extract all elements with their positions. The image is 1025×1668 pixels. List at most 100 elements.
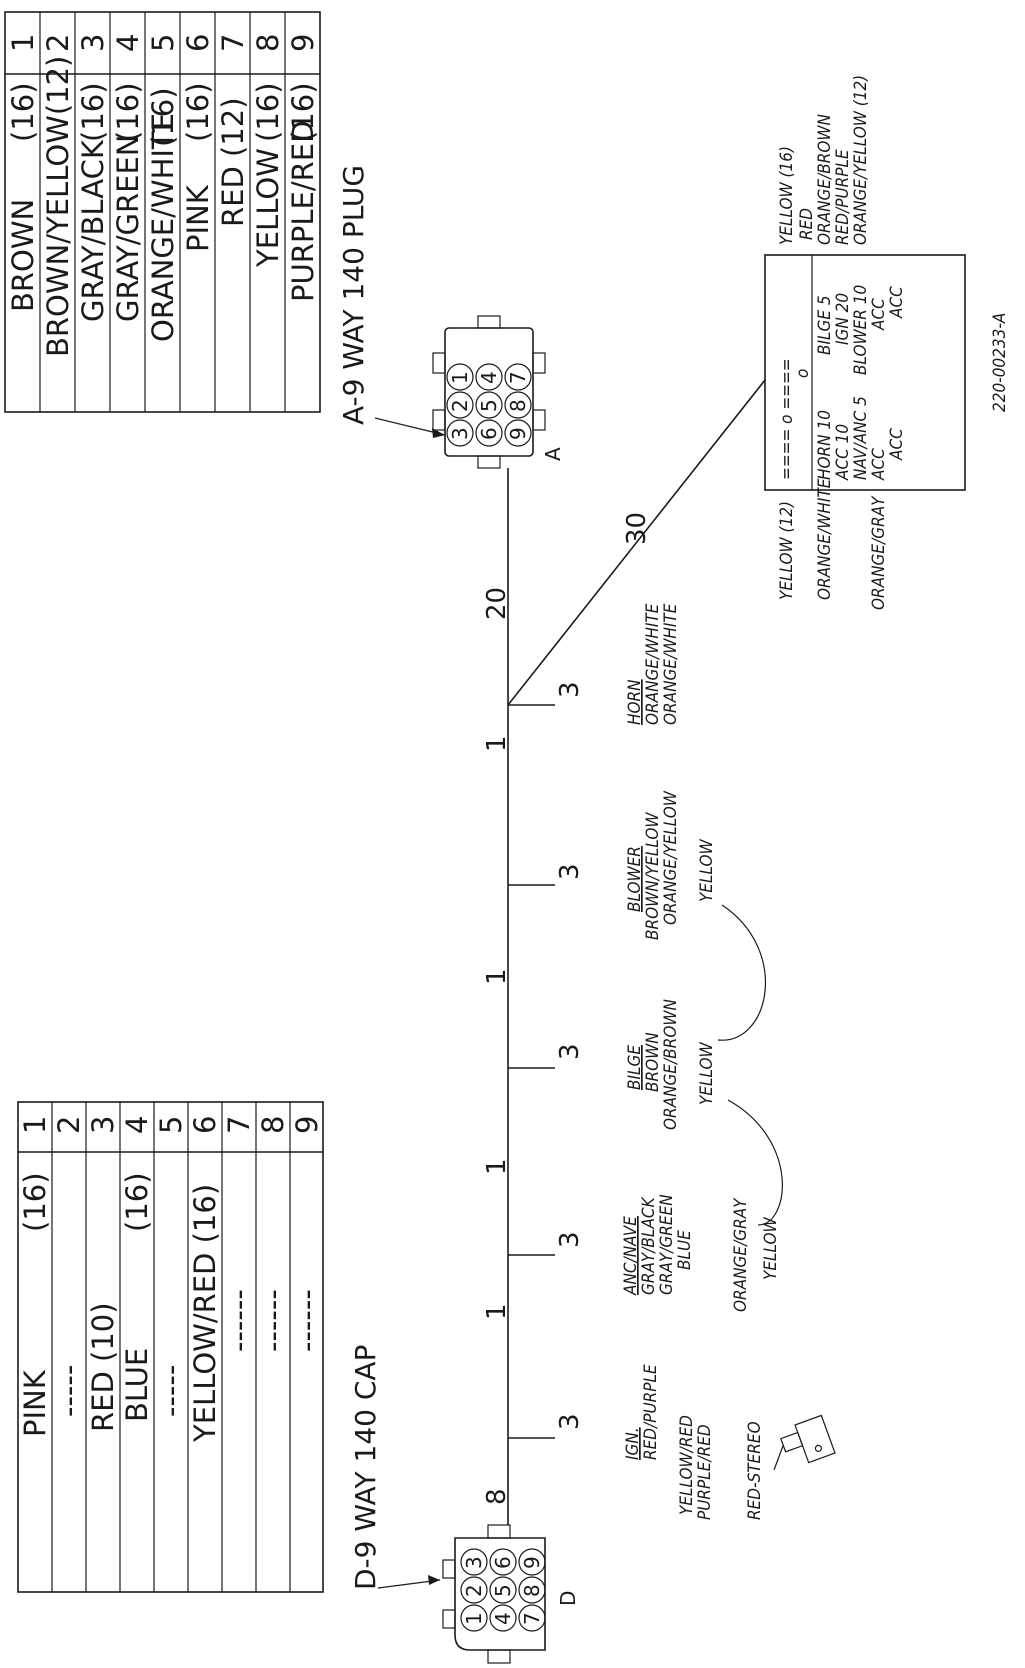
branch-length: 3 [555,1043,585,1060]
part-number: 220-00233-A [990,313,1010,412]
switch-label: ACC [869,448,889,481]
plug-row-pin: 7 [216,34,250,52]
panel-wire-label: ORANGE/GRAY [869,495,889,610]
plug-row-5: ORANGE/WHITE (16) 5 [146,34,180,342]
plug-row-color: GRAY/GREEN [111,135,145,322]
branch-anc-nave: 3 ANC/NAVE GRAY/BLACK GRAY/GREEN BLUE OR… [508,1194,781,1312]
pin-label: 3 [462,1556,486,1569]
cap-row-gauge: (16) [18,1172,52,1232]
branch-label: PURPLE/RED [695,1424,715,1520]
distance-label: 1 [482,968,512,985]
plug-row-color: BROWN [6,199,40,312]
branch-blower: 3 BLOWER BROWN/YELLOW ORANGE/YELLOW YELL… [508,790,717,940]
plug-row-gauge: (16) [286,82,320,142]
pin-label: 4 [477,371,501,384]
plug-row-color: PURPLE/RED [286,121,320,302]
pin-label: 6 [477,427,501,440]
cap-row-pin: 1 [18,1116,52,1134]
branch-label: BLUE [675,1230,695,1270]
panel-wire-label: YELLOW (12) [777,501,797,600]
cap-row-gauge: (16) [120,1172,154,1232]
panel-wire-label: RED/PURPLE [833,149,853,245]
branch-label: ORANGE/YELLOW [661,790,681,925]
plug-row-gauge: (16) [111,82,145,142]
plug-row-gauge: (16) [6,82,40,142]
branch-label: BLOWER [625,846,645,912]
cap-row-color: RED (10) [86,1302,120,1432]
cap-row-pin: 5 [154,1116,188,1134]
plug-row-2: BROWN/YELLOW(12) 2 [41,34,75,357]
pin-label: 9 [506,427,530,440]
pin-label: 9 [520,1556,544,1569]
cap-row-color: YELLOW/RED (16) [188,1184,222,1443]
branch-ign: 3 IGN. RED/PURPLE YELLOW/RED PURPLE/RED … [508,1364,765,1520]
distance-label: 30 [622,512,652,545]
cap-row-color: ------ [290,1289,324,1352]
cap-row-pin: 8 [256,1116,290,1134]
panel-wire-label: ORANGE/BROWN [815,113,835,245]
branch-horn: 3 HORN ORANGE/WHITE ORANGE/WHITE [508,603,681,725]
plug-row-pin: 5 [146,34,180,52]
branch-length: 3 [555,1413,585,1430]
cap-row-color: PINK [18,1369,52,1437]
cap-title: D-9 WAY 140 CAP [349,1345,382,1590]
plug-row-gauge: (16) [76,82,110,142]
switch-label: ACC [887,286,907,319]
cap-row-color: ------ [222,1289,256,1352]
branch-label: GRAY/GREEN [657,1194,677,1295]
branch-label: ORANGE/WHITE [661,603,681,725]
switch-label: ACC [869,298,889,331]
pin-label: 3 [448,427,472,440]
switch-label: HORN 10 [815,410,835,480]
cap-row-pin: 7 [222,1116,256,1134]
cap-row-5: ----- 5 [154,1116,188,1417]
branch-label: BROWN [643,1032,663,1092]
branch-label: HORN [625,679,645,725]
branch-length: 3 [555,681,585,698]
branch-label: YELLOW/RED [677,1415,697,1515]
cap-row-2: ----- 2 [52,1116,86,1417]
plug-row-gauge: (16) [146,87,180,147]
plug-row-gauge: (16) [251,82,285,142]
cap-row-3: RED (10) 3 [86,1116,120,1432]
distance-label: 1 [482,735,512,752]
plug-row-color: BROWN/YELLOW(12) [41,56,75,357]
distance-label: 8 [482,1488,512,1505]
plug-row-4: GRAY/GREEN (16) 4 [111,34,145,322]
branch-label: ORANGE/BROWN [661,998,681,1130]
cap-row-pin: 4 [120,1116,154,1134]
branch-label: BILGE [625,1045,645,1090]
branch-label: YELLOW [761,1216,781,1280]
distance-label: 1 [482,1303,512,1320]
switch-panel-symbols: ==== o ==== [777,358,797,480]
branch-label: YELLOW [697,1041,717,1105]
pin-label: 2 [448,399,472,412]
cap-row-7: ------ 7 [222,1116,256,1352]
pin-label: 8 [506,399,530,412]
switch-panel: ==== o ==== o HORN 10 ACC 10 NAV/ANC 5 A… [764,75,1010,610]
plug-row-pin: 4 [111,34,145,52]
branch-length: 3 [555,863,585,880]
plug-row-gauge: (16) [181,82,215,142]
branch-label: ANC/NAVE [621,1216,641,1296]
switch-label: IGN 20 [833,293,853,345]
jumper-curve-blower-bilge [717,904,767,1041]
plug-row-9: PURPLE/RED (16) 9 [286,34,320,302]
cap-row-color: ----- [154,1365,188,1417]
cap-row-pin: 9 [290,1116,324,1134]
plug-row-7: RED (12) 7 [216,34,250,227]
distance-label: 20 [482,587,512,620]
switch-label: NAV/ANC 5 [851,396,871,480]
plug-row-pin: 9 [286,34,320,52]
plug-row-color: GRAY/BLACK [76,139,110,322]
plug-row-pin: 3 [76,34,110,52]
branch-label: ORANGE/WHITE [643,603,663,725]
switch-label: ACC [887,428,907,461]
switch-label: ACC 10 [833,424,853,481]
branch-label: IGN. [623,1427,643,1460]
plug-row-pin: 2 [41,34,75,52]
connector-d-pins: 3 2 1 6 5 4 9 8 7 [460,1548,546,1632]
cap-row-color: ------ [256,1289,290,1352]
cap-row-1: PINK (16) 1 [18,1116,52,1437]
pin-label: 1 [448,371,472,384]
